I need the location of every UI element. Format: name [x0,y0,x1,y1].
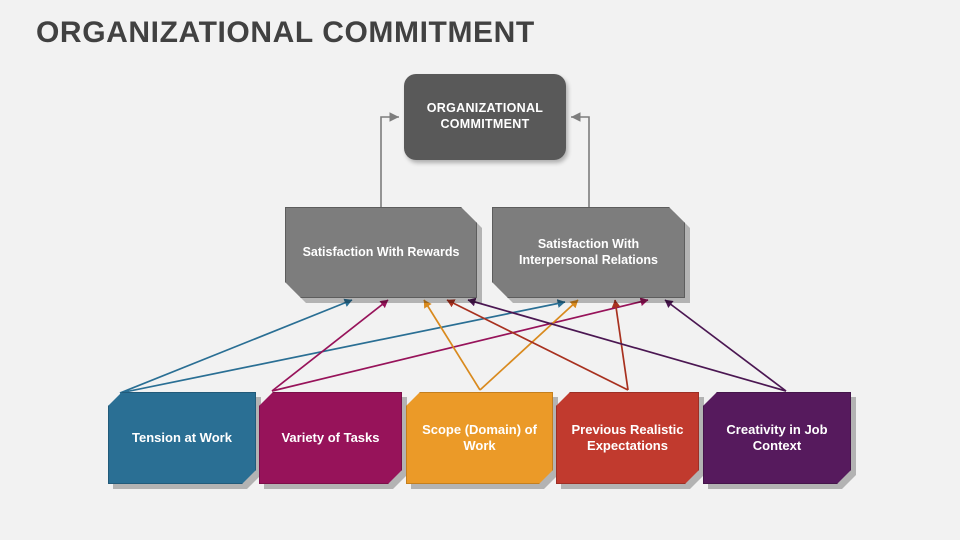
node-organizational-commitment[interactable]: ORGANIZATIONAL COMMITMENT [404,74,566,160]
node-previous-realistic-expectations[interactable]: Previous Realistic Expectations [556,392,699,484]
node-tension-at-work[interactable]: Tension at Work [108,392,256,484]
arrow-scope-to-relations [479,299,579,391]
arrow-tension-to-relations [119,299,566,394]
node-label: ORGANIZATIONAL COMMITMENT [426,101,544,131]
node-creativity-in-job-context[interactable]: Creativity in Job Context [703,392,851,484]
arrow-creativity-to-rewards [467,297,787,392]
node-satisfaction-with-interpersonal-relations[interactable]: Satisfaction With Interpersonal Relation… [492,207,685,298]
node-scope-domain-of-work[interactable]: Scope (Domain) of Work [406,392,553,484]
arrow-variety-to-rewards [271,299,389,392]
arrow-expectations-to-relations [611,299,629,391]
node-label: Tension at Work [132,429,232,445]
node-label: Variety of Tasks [281,429,380,445]
arrow-expectations-to-rewards [446,299,629,391]
arrow-scope-to-rewards [423,299,481,391]
node-label: Creativity in Job Context [726,421,828,453]
node-label: Satisfaction With Interpersonal Relation… [519,236,658,267]
arrow-variety-to-relations [271,297,649,392]
page-title: ORGANIZATIONAL COMMITMENT [36,16,535,49]
node-satisfaction-with-rewards[interactable]: Satisfaction With Rewards [285,207,477,298]
node-label: Satisfaction With Rewards [302,244,460,259]
node-variety-of-tasks[interactable]: Variety of Tasks [259,392,402,484]
arrow-creativity-to-relations [664,299,787,392]
connector-relations-to-commitment [571,112,590,207]
node-label: Scope (Domain) of Work [422,421,537,453]
connector-rewards-to-commitment [380,112,399,207]
arrow-tension-to-rewards [119,298,353,394]
node-label: Previous Realistic Expectations [571,421,684,453]
